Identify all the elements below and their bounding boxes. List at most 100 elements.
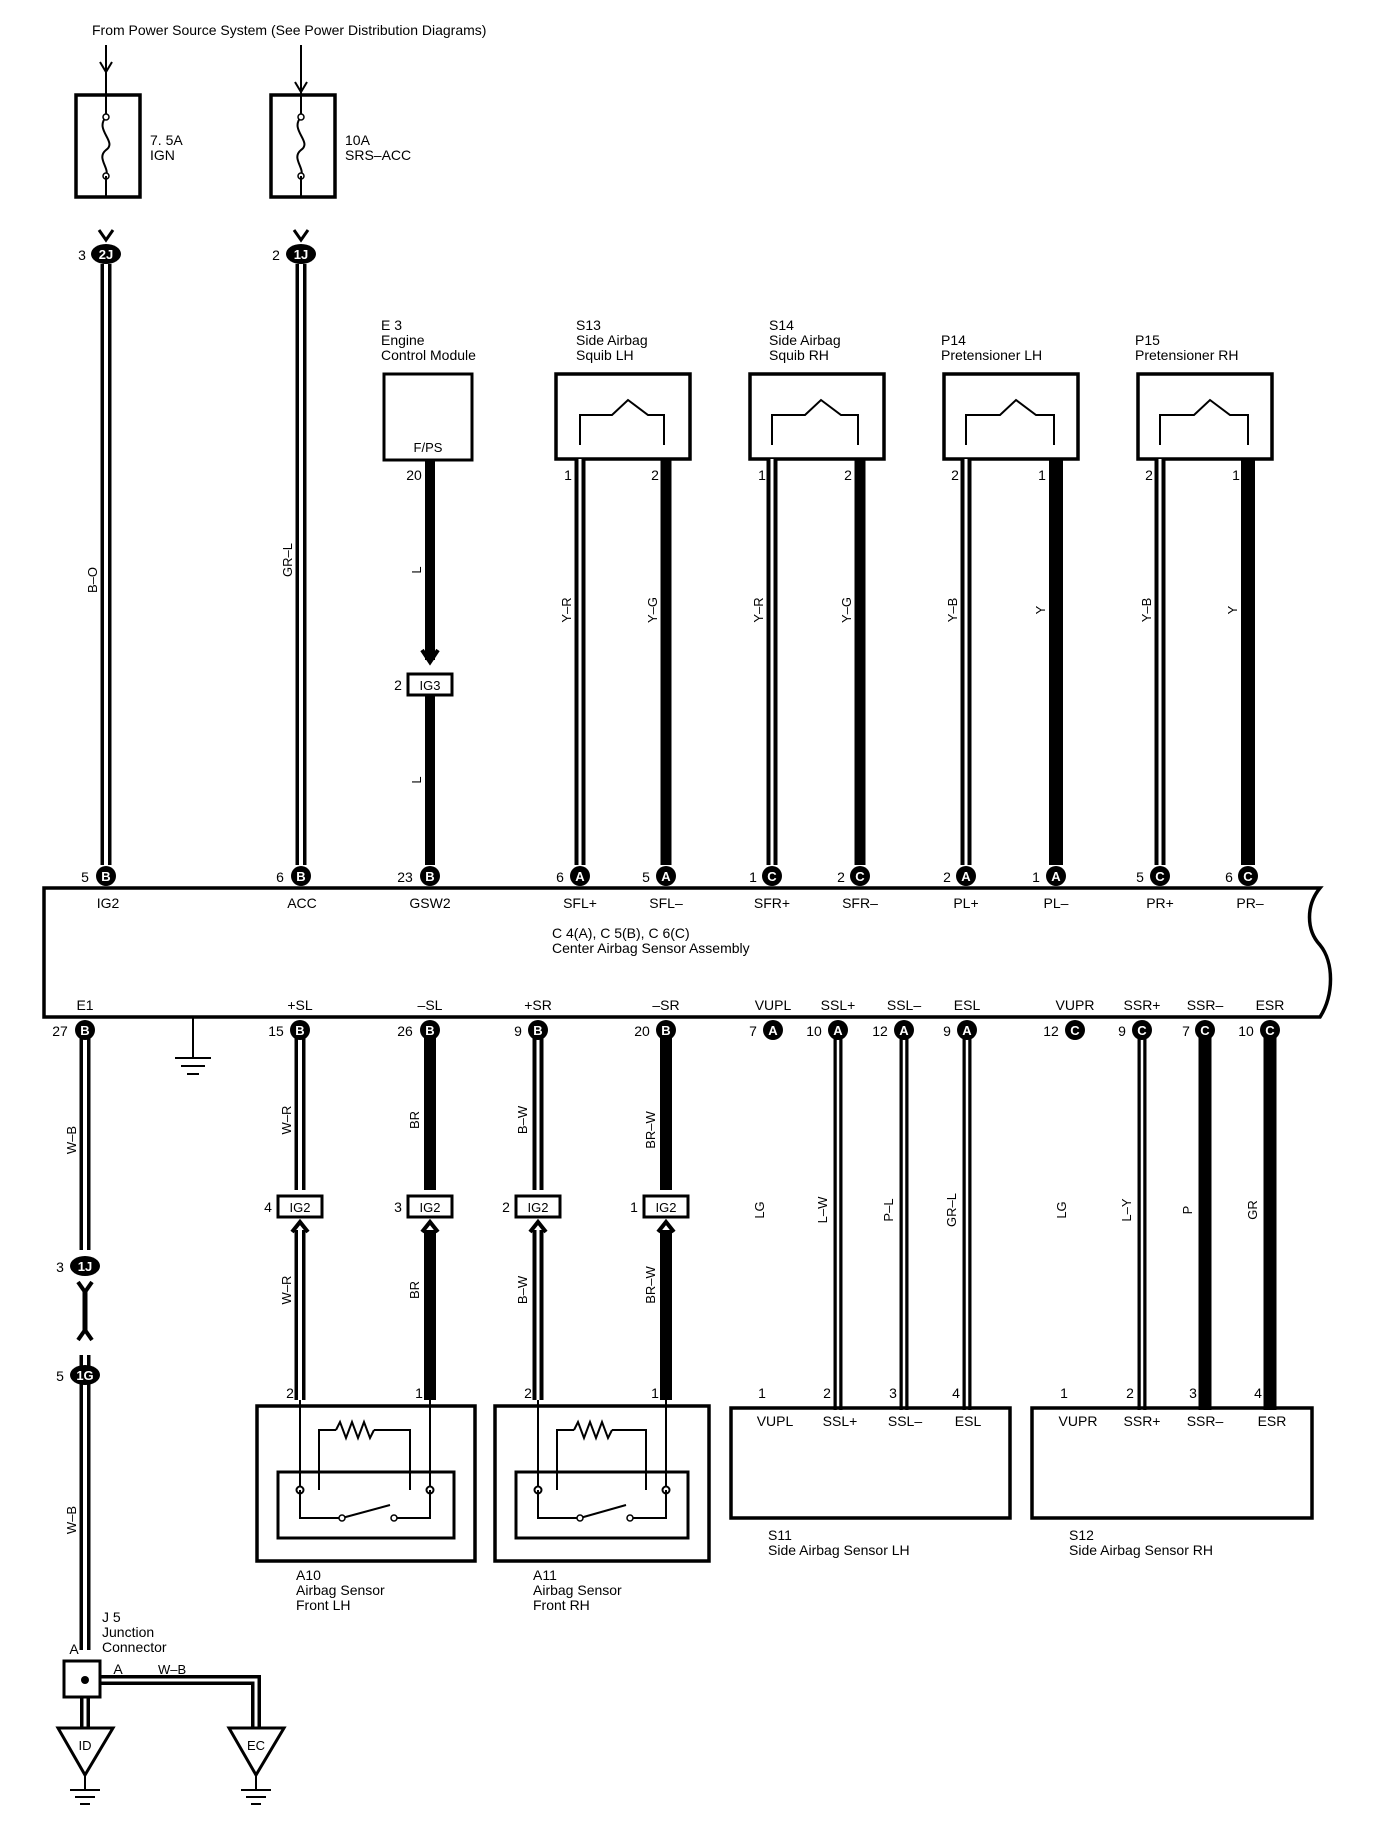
- terminal-ssr-plus-label: SSR+: [1124, 997, 1161, 1013]
- wire-vupl-color: LG: [752, 1201, 767, 1218]
- terminal-vupr: C 12: [1043, 1020, 1085, 1040]
- assembly-top-terminals: B 5 IG2 B 6 ACC B 23 GSW2 A 6 SFL+ A 5 S…: [81, 866, 1264, 911]
- terminal-sfl-plus: A 6 SFL+: [556, 866, 597, 911]
- svg-text:3: 3: [394, 1199, 402, 1215]
- wire-ign-color: B–O: [85, 567, 100, 593]
- terminal-pl-plus: A 2 PL+: [943, 866, 979, 911]
- svg-text:9: 9: [1118, 1023, 1126, 1039]
- fuse-ign-rating: 7. 5A: [150, 132, 183, 148]
- svg-text:SFL–: SFL–: [649, 895, 683, 911]
- terminal-ssr-minus: C 7: [1182, 1020, 1215, 1040]
- wire-plus-sr-color-upper: B–W: [515, 1105, 530, 1134]
- terminal-plus-sl-label: +SL: [287, 997, 313, 1013]
- wire-ssr-minus-color: P: [1180, 1206, 1195, 1215]
- sensor-a10: [255, 1400, 477, 1563]
- terminal-e1-label: E1: [76, 997, 93, 1013]
- svg-text:5: 5: [81, 869, 89, 885]
- svg-text:12: 12: [1043, 1023, 1059, 1039]
- svg-text:B: B: [425, 869, 434, 884]
- squib-s14-id: S14: [769, 317, 794, 333]
- fuse-acc: [269, 45, 337, 199]
- svg-text:A: A: [768, 1023, 778, 1038]
- source-note: From Power Source System (See Power Dist…: [92, 22, 486, 38]
- svg-text:12: 12: [872, 1023, 888, 1039]
- svg-text:A: A: [833, 1023, 843, 1038]
- wire-pl-plus-color: Y–B: [945, 598, 960, 623]
- svg-text:C: C: [1243, 869, 1253, 884]
- svg-text:20: 20: [634, 1023, 650, 1039]
- svg-text:PR–: PR–: [1236, 895, 1263, 911]
- terminal-esl: A 9: [943, 1020, 977, 1040]
- assembly-case-ground: [175, 1017, 211, 1075]
- splice-ig2-plus-sl: IG2 4: [264, 1194, 324, 1234]
- svg-text:5: 5: [642, 869, 650, 885]
- svg-text:10: 10: [806, 1023, 822, 1039]
- squib-s13-id: S13: [576, 317, 601, 333]
- ground-ec: EC: [226, 1726, 287, 1805]
- svg-text:1: 1: [630, 1199, 638, 1215]
- svg-text:IG2: IG2: [528, 1200, 549, 1215]
- sensor-s11-pin-4: 4: [952, 1385, 960, 1401]
- svg-text:2: 2: [837, 869, 845, 885]
- wire-ssl-plus-color: L–W: [815, 1196, 830, 1223]
- wire-ecm-lower-color: L: [409, 776, 424, 783]
- wire-plus-sl-color-upper: W–R: [279, 1106, 294, 1135]
- svg-text:A: A: [1051, 869, 1061, 884]
- squib-s14-name1: Side Airbag: [769, 332, 841, 348]
- sensor-s11-terminal-ssl-plus: SSL+: [823, 1413, 858, 1429]
- wire-minus-sl-color-lower: BR: [407, 1281, 422, 1299]
- svg-text:6: 6: [1225, 869, 1233, 885]
- wire-plus-sr-color-lower: B–W: [515, 1275, 530, 1304]
- sensor-s12-terminal-esr: ESR: [1258, 1413, 1287, 1429]
- svg-text:A: A: [899, 1023, 909, 1038]
- svg-text:C: C: [1155, 869, 1165, 884]
- svg-text:PL–: PL–: [1044, 895, 1069, 911]
- connector-1j-top-pin: 2: [272, 247, 280, 263]
- squib-s14-name2: Squib RH: [769, 347, 829, 363]
- pretensioner-p14-pin-l: 2: [951, 467, 959, 483]
- terminal-esr-label: ESR: [1256, 997, 1285, 1013]
- wire-sfr-minus-color: Y–G: [839, 597, 854, 623]
- sensor-s11-terminal-esl: ESL: [955, 1413, 982, 1429]
- terminal-ig2: B 5 IG2: [81, 866, 119, 911]
- squib-s14: [748, 372, 886, 461]
- svg-text:6: 6: [556, 869, 564, 885]
- wire-acc-color: GR–L: [280, 543, 295, 577]
- wire-sfl-plus-color: Y–R: [559, 597, 574, 622]
- svg-text:5: 5: [1136, 869, 1144, 885]
- terminal-vupl: A 7: [749, 1020, 783, 1040]
- splice-ig2-plus-sr: IG2 2: [502, 1194, 562, 1234]
- svg-text:2J: 2J: [99, 247, 113, 262]
- assembly-name: Center Airbag Sensor Assembly: [552, 940, 750, 956]
- svg-text:SFL+: SFL+: [563, 895, 597, 911]
- wire-pr-plus-color: Y–B: [1139, 598, 1154, 623]
- terminal-ssl-minus-label: SSL–: [887, 997, 921, 1013]
- terminal-vupr-label: VUPR: [1056, 997, 1095, 1013]
- pretensioner-p15-id: P15: [1135, 332, 1160, 348]
- connector-2j-pin: 3: [78, 247, 86, 263]
- ecm-pin: 20: [406, 467, 422, 483]
- terminal-plus-sl: B 15: [268, 1020, 310, 1040]
- svg-text:9: 9: [514, 1023, 522, 1039]
- junction-branch-wire-color: W–B: [158, 1662, 186, 1677]
- ground-id: ID: [55, 1726, 116, 1805]
- sensor-s12-terminal-ssr-minus: SSR–: [1187, 1413, 1224, 1429]
- squib-s14-pin-l: 1: [758, 467, 766, 483]
- sensor-a11: [493, 1400, 711, 1563]
- splice-ig3-pin: 2: [394, 677, 402, 693]
- svg-text:26: 26: [397, 1023, 413, 1039]
- svg-text:GSW2: GSW2: [409, 895, 450, 911]
- connector-1g: 1G 5: [56, 1365, 100, 1385]
- terminal-ssl-minus: A 12: [872, 1020, 914, 1040]
- junction-j5-id: J 5: [102, 1609, 121, 1625]
- arrow-into-ig3: [420, 648, 440, 666]
- svg-text:IG2: IG2: [97, 895, 120, 911]
- terminal-minus-sl-label: –SL: [418, 997, 443, 1013]
- pretensioner-p15-pin-r: 1: [1232, 467, 1240, 483]
- wire-ssr-plus-color: L–Y: [1119, 1198, 1134, 1221]
- connector-1j-ground: 1J 3: [56, 1256, 100, 1342]
- splice-ig2-minus-sr: IG2 1: [630, 1194, 690, 1234]
- terminal-pr-minus: C 6 PR–: [1225, 866, 1264, 911]
- wire-junction-branch: [100, 1675, 261, 1730]
- pretensioner-p15-pin-l: 2: [1145, 467, 1153, 483]
